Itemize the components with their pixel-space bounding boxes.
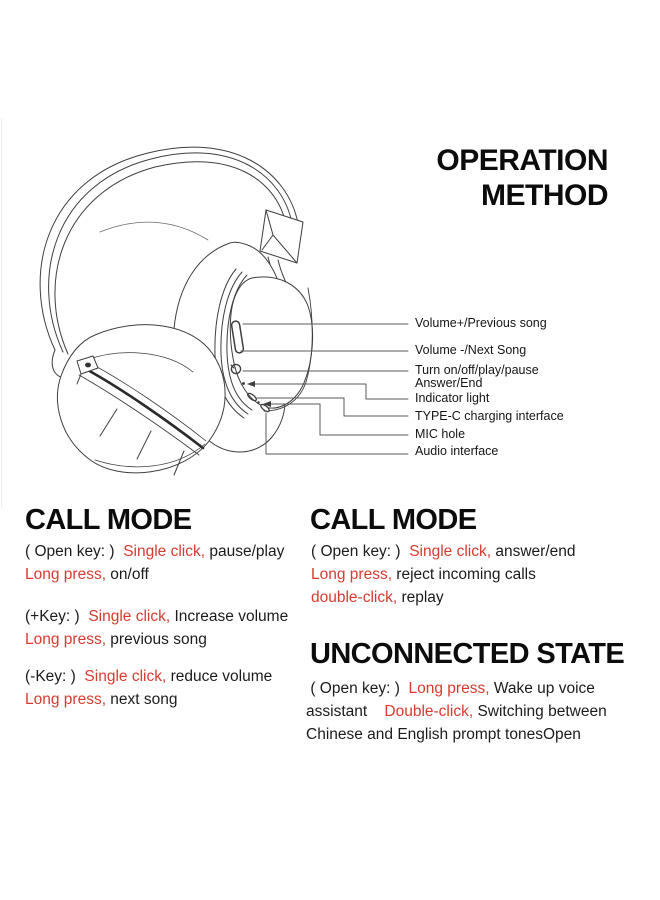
instructions-call-mode-phone: ( Open key: ) Single click, answer/end L… [311, 540, 656, 609]
callout-lines [241, 324, 408, 454]
instructions-minus-key: (-Key: ) Single click, reduce volume Lon… [25, 665, 315, 711]
instruction-line: assistant Double-click, Switching betwee… [306, 703, 607, 720]
heading-call-mode-right: CALL MODE [310, 504, 477, 536]
indicator-light-icon [242, 382, 245, 385]
instruction-line: Long press, on/off [25, 566, 149, 583]
callout-indicator-light: Indicator light [415, 391, 490, 405]
page-title: OPERATION METHOD [436, 143, 608, 213]
audio-jack-icon [260, 403, 271, 413]
power-button-icon [231, 364, 240, 373]
instruction-line: ( Open key: ) Single click, answer/end [311, 543, 576, 560]
instruction-line: ( Open key: ) Long press, Wake up voice [306, 680, 595, 697]
callout-volume-plus: Volume+/Previous song [415, 316, 547, 330]
instructions-unconnected-state: ( Open key: ) Long press, Wake up voice … [306, 677, 656, 746]
instruction-line: (+Key: ) Single click, Increase volume [25, 608, 289, 625]
callout-power-line2: Answer/End [415, 375, 483, 390]
callout-power: Turn on/off/play/pause Answer/End [415, 364, 657, 389]
mic-hole-icon [257, 401, 260, 404]
band-fork-illustration [77, 356, 98, 384]
instructions-open-key: ( Open key: ) Single click, pause/play L… [25, 540, 315, 586]
earcup-controls-illustration [231, 321, 270, 413]
volume-rocker-icon [231, 321, 244, 354]
instructions-plus-key: (+Key: ) Single click, Increase volume L… [25, 605, 315, 651]
instruction-line: Chinese and English prompt tonesOpen [306, 726, 581, 743]
image-edge-line [1, 118, 2, 508]
instruction-line: Long press, next song [25, 691, 178, 708]
instruction-line: double-click, replay [311, 589, 444, 606]
instruction-line: Long press, reject incoming calls [311, 566, 536, 583]
heading-unconnected-state: UNCONNECTED STATE [310, 638, 625, 670]
callout-type-c: TYPE-C charging interface [415, 409, 564, 423]
heading-call-mode-left: CALL MODE [25, 504, 192, 536]
instruction-line: Long press, previous song [25, 631, 207, 648]
earcup-rim-illustration [215, 269, 312, 418]
instruction-line: ( Open key: ) Single click, pause/play [25, 543, 285, 560]
ear-cushion-illustration [57, 325, 225, 475]
page-title-line1: OPERATION [436, 144, 608, 177]
callout-volume-minus: Volume -/Next Song [415, 343, 527, 357]
headphone-line-drawing [0, 110, 420, 510]
page-title-line2: METHOD [481, 179, 608, 212]
type-c-port-icon [247, 392, 258, 402]
callout-audio-interface: Audio interface [415, 444, 499, 458]
instruction-line: (-Key: ) Single click, reduce volume [25, 668, 273, 685]
callout-power-line1: Turn on/off/play/pause [415, 363, 539, 377]
callout-mic-hole: MIC hole [415, 427, 466, 441]
